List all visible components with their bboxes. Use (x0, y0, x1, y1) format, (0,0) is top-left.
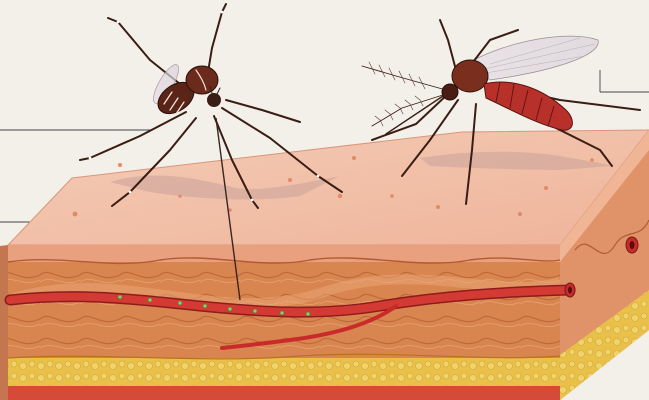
skin-surface (8, 130, 649, 245)
leader-line-right (600, 70, 649, 92)
skin-front-face (8, 245, 560, 400)
skin-block (0, 130, 649, 400)
